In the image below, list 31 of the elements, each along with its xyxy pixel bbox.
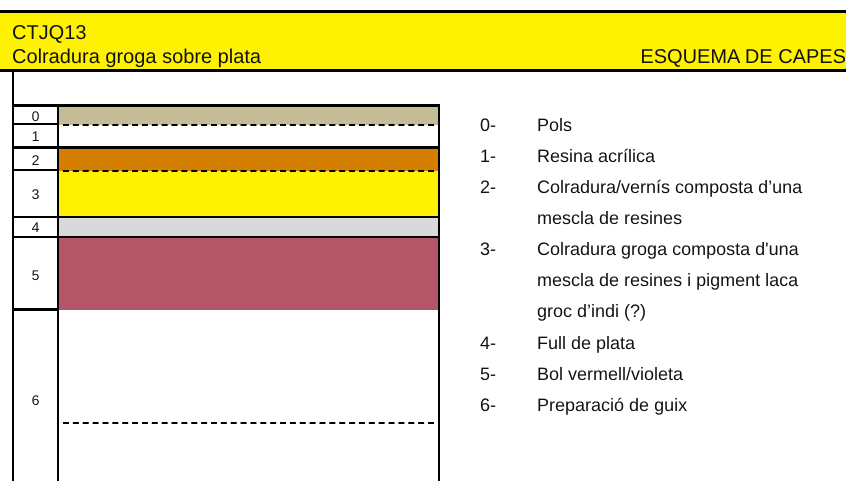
layer-row (12, 171, 440, 216)
section-heading: ESQUEMA DE CAPES (640, 46, 846, 68)
sample-title: Colradura groga sobre plata (12, 46, 262, 68)
layer-description: Colradura/vernís composta d’una mescla de resines (537, 176, 804, 230)
list-marker: 4- (480, 332, 496, 355)
layer-number: 1 (30, 126, 40, 146)
layer-number: 2 (30, 151, 40, 170)
layer-description: Pols (537, 114, 574, 137)
list-marker: 2- (480, 176, 496, 199)
layer-description: Preparació de guix (537, 394, 688, 417)
layer-row (12, 310, 440, 481)
layer-row (12, 236, 440, 311)
layer-number: 6 (30, 391, 40, 410)
layer-description: Full de plata (537, 332, 636, 355)
list-marker: 3- (480, 238, 496, 261)
list-marker: 1- (480, 145, 496, 168)
layer-description: Resina acrílica (537, 145, 656, 168)
layer-number: 4 (30, 218, 40, 236)
layer-row (12, 216, 440, 236)
layer-number: 5 (30, 266, 40, 284)
layer-row (12, 104, 440, 125)
layer-description: Bol vermell/violeta (537, 363, 684, 386)
layer-number: 0 (30, 107, 40, 125)
layer-row (12, 125, 440, 146)
layer-row (12, 146, 440, 171)
layer-number: 3 (30, 184, 40, 204)
list-marker: 0- (480, 114, 496, 137)
sample-code: CTJQ13 (12, 22, 86, 44)
list-marker: 5- (480, 363, 496, 386)
list-marker: 6- (480, 394, 496, 417)
layer-description: Colradura groga composta d'una mescla de resines i pigment laca groc d’indi (?) (537, 238, 800, 323)
